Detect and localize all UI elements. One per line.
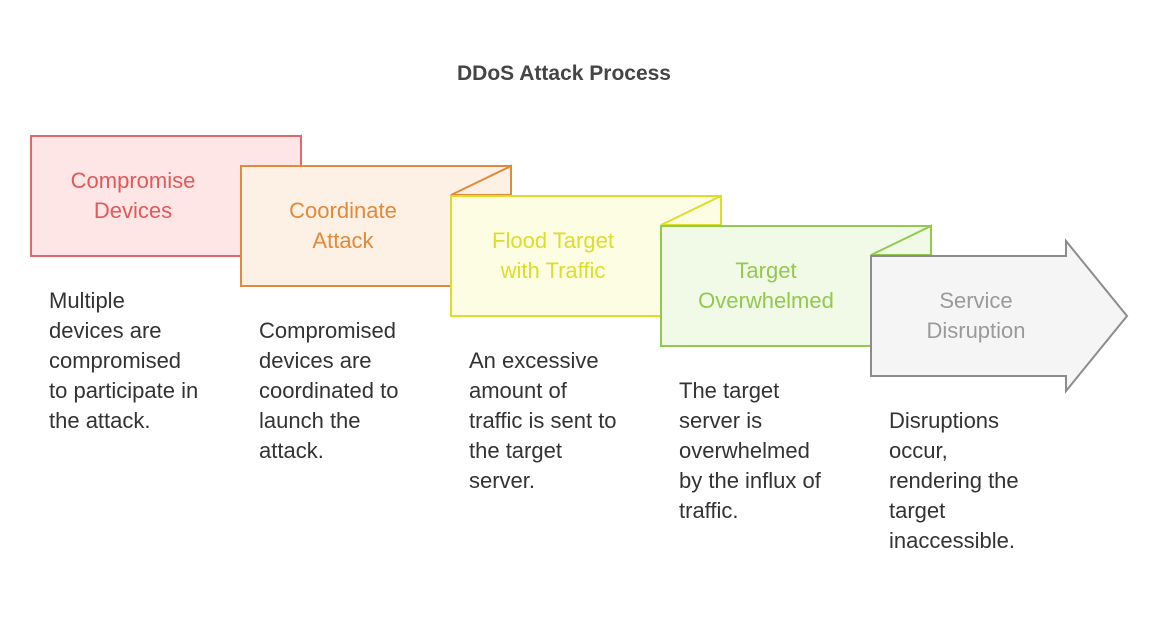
step-3-label: Flood Target with Traffic	[492, 228, 614, 283]
diagram-title: DDoS Attack Process	[457, 62, 671, 85]
step-1-label: Compromise Devices	[70, 168, 196, 223]
step-5-arrow	[870, 238, 1129, 394]
step-2-description: Compromised devices are coordinated to l…	[259, 318, 399, 463]
step-4-label: Target Overwhelmed	[698, 258, 834, 313]
step-3-description: An excessive amount of traffic is sent t…	[469, 348, 617, 493]
step-5-shape	[870, 238, 1129, 394]
step-1-description: Multiple devices are compromised to part…	[49, 288, 199, 433]
step-2-label: Coordinate Attack	[289, 198, 397, 253]
step-4-description: The target server is overwhelmed by the …	[679, 378, 821, 523]
step-5-label: Service Disruption	[926, 288, 1026, 343]
step-5-description: Disruptions occur, rendering the target …	[889, 408, 1019, 553]
